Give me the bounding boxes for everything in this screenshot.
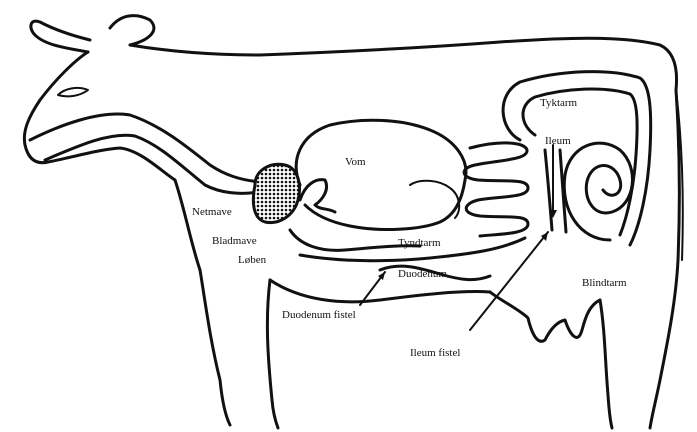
hind-leg-back	[650, 90, 679, 428]
horn-right	[110, 16, 154, 45]
back-line	[130, 38, 677, 90]
hind-leg	[600, 300, 612, 428]
tyktarm-inner	[523, 89, 637, 235]
front-leg-back	[267, 280, 278, 428]
label-ileum-fistel: Ileum fistel	[410, 347, 460, 359]
label-bladmave: Bladmave	[212, 235, 257, 247]
ileum-fistel-arrow	[470, 232, 548, 330]
label-duodenum: Duodenum	[398, 268, 447, 280]
udder	[490, 292, 600, 341]
eye	[58, 88, 88, 96]
label-tyktarm: Tyktarm	[540, 97, 578, 109]
vom-rumen	[296, 120, 466, 229]
ileum-tube	[545, 150, 552, 230]
belly-line	[270, 280, 490, 302]
label-tyndtarm: Tyndtarm	[398, 237, 441, 249]
label-blindtarm: Blindtarm	[582, 277, 627, 289]
cow-outline	[24, 16, 682, 428]
label-loben: Løben	[238, 254, 267, 266]
label-vom: Vom	[345, 156, 366, 168]
esophagus	[30, 114, 260, 182]
label-ileum: Ileum	[545, 135, 571, 147]
horn-left	[31, 21, 90, 52]
label-netmave: Netmave	[192, 206, 232, 218]
tyndtarm-coils	[464, 143, 528, 236]
label-duodenum-fistel: Duodenum fistel	[282, 309, 356, 321]
netmave-reticulum	[253, 164, 299, 222]
